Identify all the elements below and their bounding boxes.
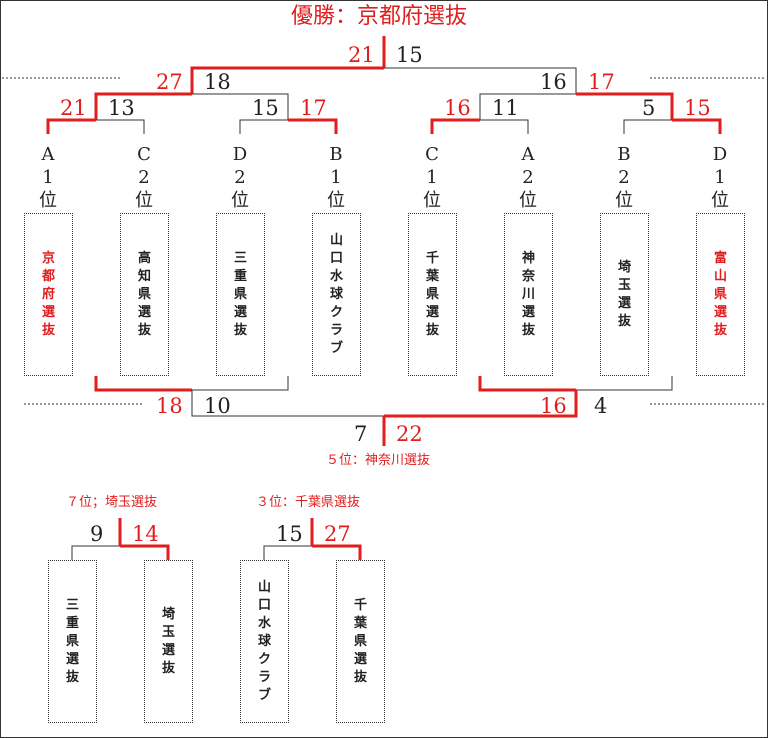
consolation-left-score-right: 10 (204, 394, 231, 418)
qf3-winner (430, 118, 480, 134)
seventh-team-box-2: 埼玉選抜 (144, 560, 193, 723)
team-box-2: 高知県選抜 (120, 213, 169, 376)
seventh-score-left: 9 (90, 522, 104, 546)
team-name: 三重県選抜 (233, 250, 247, 338)
consolation-left-score-left: 18 (156, 394, 183, 418)
team-box-3: 三重県選抜 (216, 213, 265, 376)
consolation-right-score-right: 4 (594, 394, 608, 418)
semi-right-score-left: 16 (540, 70, 567, 94)
semi-left-winner-branch (94, 92, 192, 120)
team-name: 埼玉選抜 (617, 259, 631, 329)
final-right-branch (384, 67, 577, 94)
qf4-score-left: 5 (642, 96, 656, 120)
team-name: 高知県選抜 (137, 250, 151, 338)
qf1-score-left: 21 (60, 96, 87, 120)
qf4-winner (672, 118, 722, 134)
semi-left-loser-branch (192, 93, 289, 120)
consolation-left-winner (94, 376, 192, 392)
fifth-place-left (191, 390, 384, 417)
third-loser (263, 545, 312, 560)
final-left-branch (190, 66, 384, 94)
seventh-loser (71, 545, 120, 560)
semi-right-loser-branch (479, 93, 576, 120)
team-box-6: 神奈川選抜 (504, 213, 553, 376)
consolation-left-loser (192, 376, 289, 391)
qf2-score-right: 17 (300, 96, 327, 120)
team-box-5: 千葉県選抜 (408, 213, 457, 376)
qf3-score-left: 16 (444, 96, 471, 120)
qf3-loser (480, 119, 529, 134)
qf1-loser (96, 119, 145, 134)
seventh-score-right: 14 (132, 522, 159, 546)
qf2-winner (288, 118, 338, 134)
semi-right-score-right: 17 (588, 70, 615, 94)
consolation-right-winner (478, 376, 576, 392)
consolation-right-score-left: 16 (540, 394, 567, 418)
third-team-box-2: 千葉県選抜 (336, 560, 385, 723)
team-name: 山口水球クラブ (329, 232, 343, 356)
semi-left-score-right: 18 (204, 70, 231, 94)
fifth-place-right (384, 390, 578, 418)
team-name: 神奈川選抜 (521, 250, 535, 338)
third-winner (312, 544, 362, 560)
seventh-team-box-1: 三重県選抜 (48, 560, 97, 723)
team-name: 三重県選抜 (65, 597, 79, 685)
qf1-winner (46, 118, 96, 134)
qf3-score-right: 11 (492, 96, 519, 120)
qf2-loser (239, 119, 288, 134)
consolation-right-loser (576, 376, 673, 391)
fifth-score-right: 22 (396, 422, 423, 446)
team-box-8: 富山県選抜 (696, 213, 745, 376)
team-name: 富山県選抜 (713, 250, 727, 338)
team-box-7: 埼玉選抜 (600, 213, 649, 376)
semi-left-score-left: 27 (156, 70, 183, 94)
team-box-4: 山口水球クラブ (312, 213, 361, 376)
team-name: 埼玉選抜 (161, 606, 175, 676)
team-name: 千葉県選抜 (353, 597, 367, 685)
team-box-1: 京都府選抜 (24, 213, 73, 376)
seventh-winner (120, 544, 170, 560)
qf2-score-left: 15 (252, 96, 279, 120)
team-name: 京都府選抜 (41, 250, 55, 338)
seventh-place-caption: ７位；埼玉選抜 (66, 495, 158, 510)
fifth-score-left: 7 (354, 422, 368, 446)
third-team-box-1: 山口水球クラブ (240, 560, 289, 723)
third-score-left: 15 (276, 522, 303, 546)
semi-right-winner-branch (576, 92, 674, 120)
qf4-loser (623, 119, 672, 134)
final-score-right: 15 (396, 43, 423, 67)
qf4-score-right: 15 (684, 96, 711, 120)
champion-label: 優勝：京都府選抜 (291, 4, 468, 29)
qf1-score-right: 13 (108, 96, 135, 120)
third-place-caption: ３位：千葉県選抜 (256, 495, 361, 510)
team-name: 山口水球クラブ (257, 579, 271, 703)
fifth-place-caption: ５位：神奈川選抜 (326, 453, 431, 468)
team-name: 千葉県選抜 (425, 250, 439, 338)
final-score-left: 21 (348, 43, 375, 67)
third-score-right: 27 (324, 522, 351, 546)
